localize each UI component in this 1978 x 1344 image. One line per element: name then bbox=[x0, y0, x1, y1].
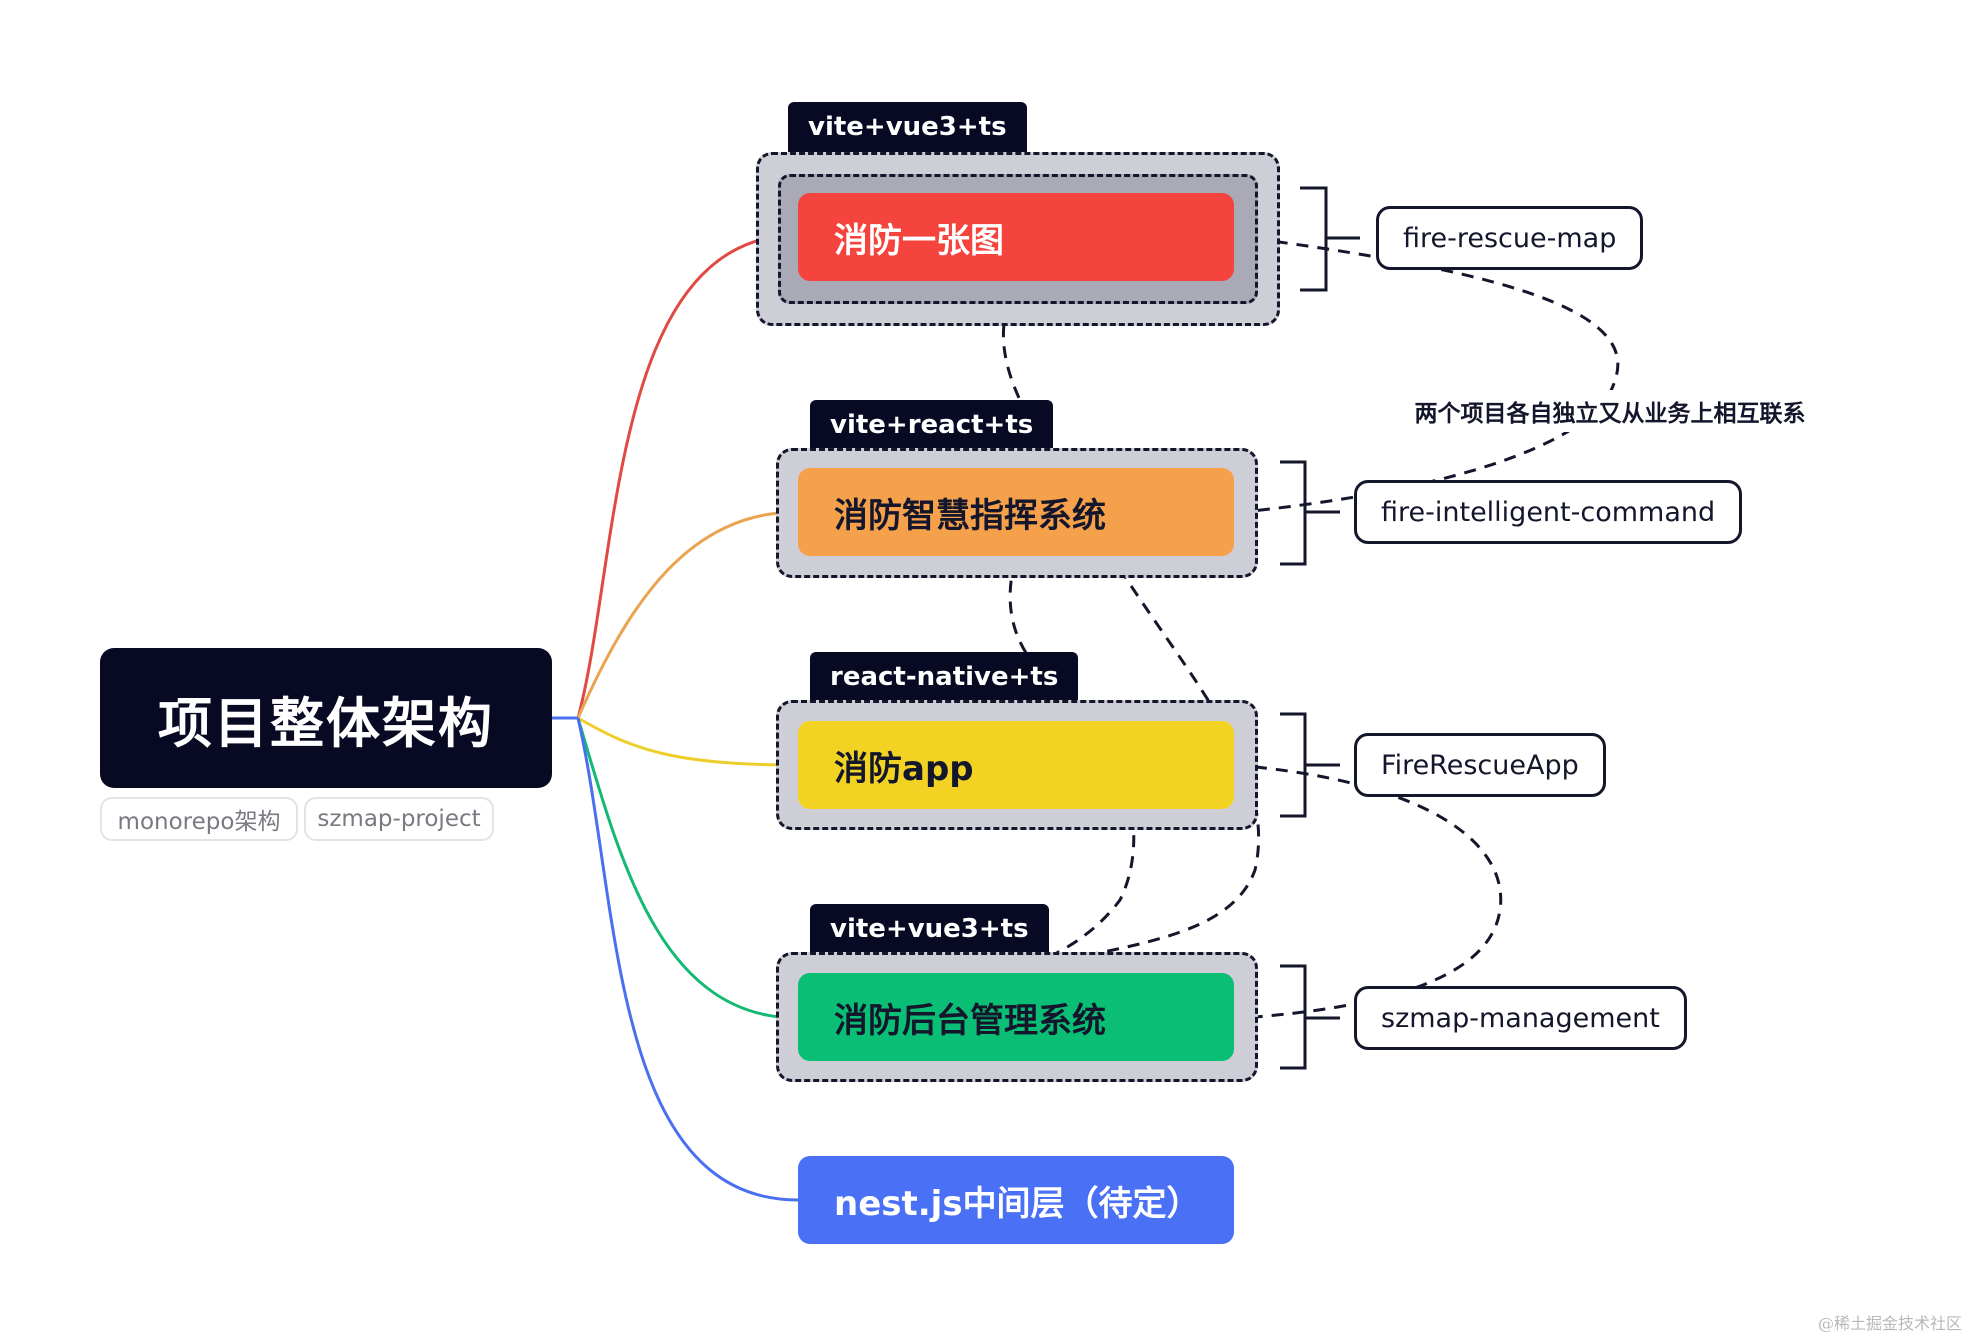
system-node-command[interactable]: 消防智慧指挥系统 bbox=[798, 468, 1234, 556]
bracket-map bbox=[1300, 186, 1360, 292]
relation-note: 两个项目各自独立又从业务上相互联系 bbox=[1390, 390, 1830, 432]
tag-szmap-project: szmap-project bbox=[304, 797, 494, 841]
branch-line-app bbox=[577, 716, 799, 767]
tech-label-command: vite+react+ts bbox=[810, 400, 1054, 450]
branch-line-management bbox=[576, 717, 799, 1020]
tech-label-map: vite+vue3+ts bbox=[788, 102, 1027, 152]
repo-box-map[interactable]: fire-rescue-map bbox=[1376, 206, 1644, 270]
branch-line-map bbox=[576, 233, 799, 719]
branch-line-command bbox=[576, 510, 799, 719]
bracket-app bbox=[1280, 712, 1340, 818]
tag-monorepo: monorepo架构 bbox=[100, 797, 298, 841]
system-node-nest[interactable]: nest.js中间层（待定） bbox=[798, 1156, 1234, 1244]
system-node-map[interactable]: 消防一张图 bbox=[798, 193, 1234, 281]
watermark: @稀土掘金技术社区 bbox=[1817, 1314, 1962, 1333]
tech-label-management: vite+vue3+ts bbox=[810, 904, 1049, 954]
root-node[interactable]: 项目整体架构 bbox=[100, 648, 552, 788]
root-title: 项目整体架构 bbox=[158, 691, 494, 755]
relation-app-to-management bbox=[1233, 763, 1503, 1025]
relation-map-to-management bbox=[1001, 284, 1261, 975]
repo-box-app[interactable]: FireRescueApp bbox=[1354, 733, 1606, 797]
branch-line-nest bbox=[576, 717, 799, 1202]
system-node-app[interactable]: 消防app bbox=[798, 721, 1234, 809]
relation-map-to-command bbox=[1233, 234, 1620, 518]
tech-label-app: react-native+ts bbox=[810, 652, 1079, 702]
system-node-management[interactable]: 消防后台管理系统 bbox=[798, 973, 1234, 1061]
bracket-command bbox=[1280, 460, 1340, 566]
repo-box-command[interactable]: fire-intelligent-command bbox=[1354, 480, 1743, 544]
bracket-management bbox=[1280, 964, 1340, 1070]
repo-box-management[interactable]: szmap-management bbox=[1354, 986, 1687, 1050]
